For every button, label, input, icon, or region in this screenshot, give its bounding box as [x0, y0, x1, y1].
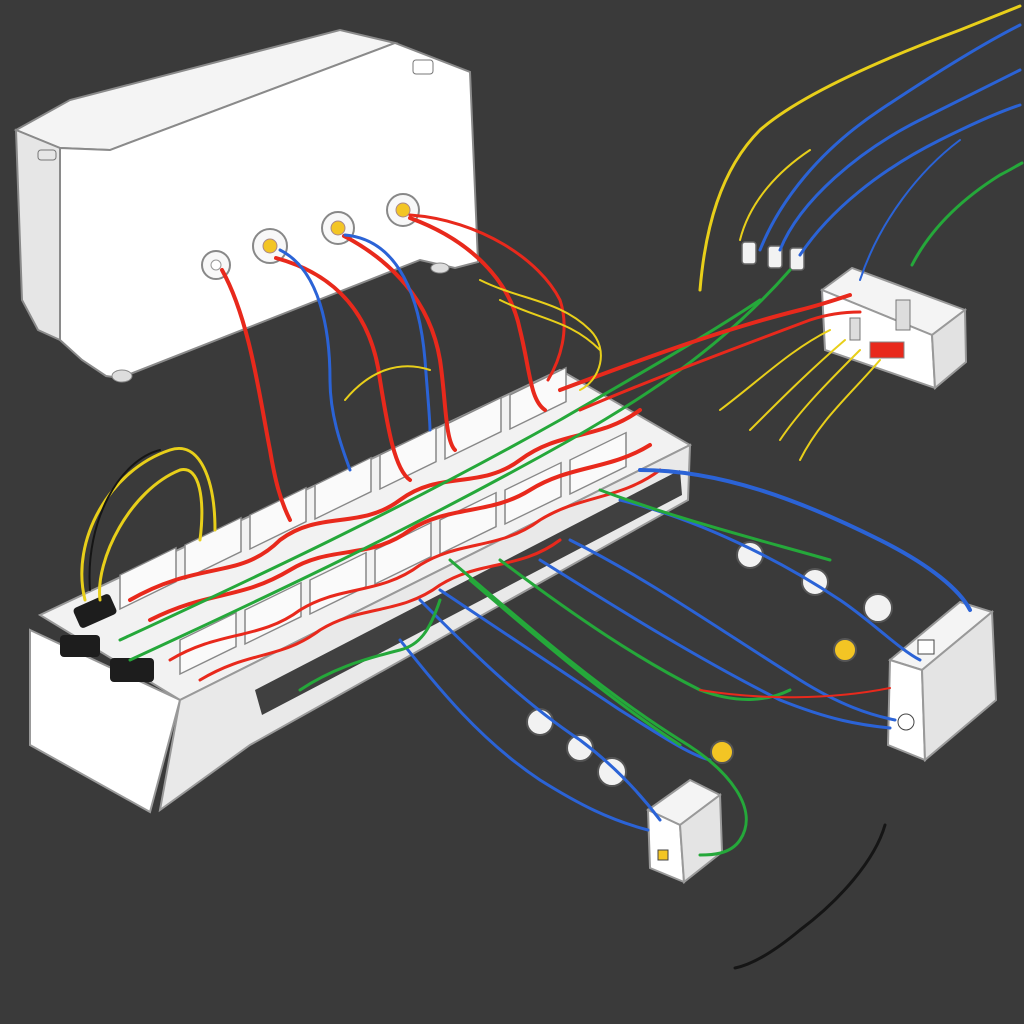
terminal-block [249, 486, 307, 551]
enclosure-handle [37, 149, 57, 161]
enclosure-latch [412, 59, 434, 75]
box-indicator [917, 639, 935, 655]
lower-right-junction-box [886, 600, 998, 763]
lower-center-junction-box [646, 778, 724, 884]
terminal-post [895, 299, 911, 331]
terminal-block [184, 516, 242, 581]
enclosure-port [252, 228, 288, 264]
terminal-block [444, 396, 502, 461]
terminal-post [849, 317, 861, 341]
box-indicator [657, 849, 669, 861]
enclosure-foot [111, 369, 133, 383]
terminal-block [314, 456, 372, 521]
connector-cluster-top [741, 241, 805, 271]
enclosure-foot [430, 262, 450, 274]
right-junction-box [819, 266, 968, 391]
rail-slots [60, 594, 154, 682]
main-enclosure [13, 28, 480, 383]
cable-gland [897, 713, 915, 731]
connector-cluster-right [736, 541, 893, 662]
wire-harness [80, 4, 1024, 970]
rail-channel [255, 470, 682, 715]
terminal-block [569, 431, 627, 496]
connector-cluster-bottom [526, 708, 734, 787]
terminal-block [504, 461, 562, 526]
terminal-block [379, 426, 437, 491]
red-terminal [869, 341, 905, 359]
terminal-block [119, 546, 177, 611]
enclosure-side-face [14, 128, 61, 342]
